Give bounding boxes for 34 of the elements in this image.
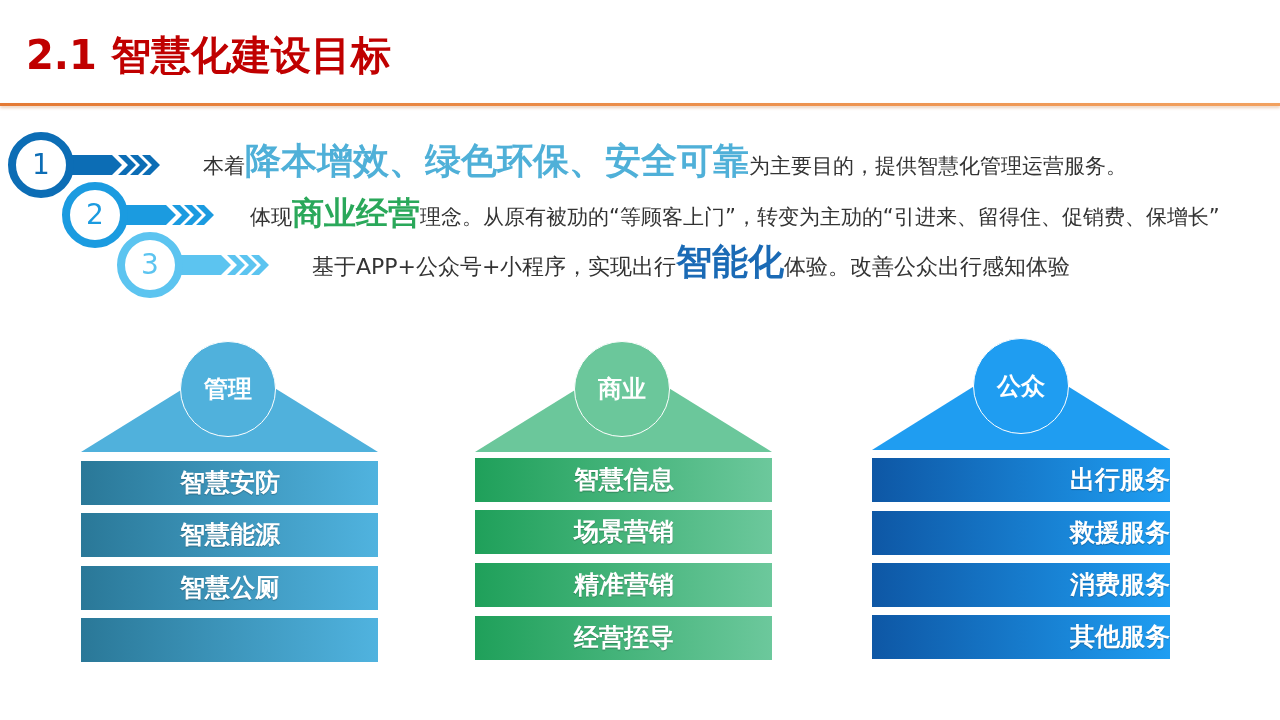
feature-bar [81, 513, 378, 557]
circle-label: 公众 [997, 372, 1045, 400]
bar-label: 智慧安防 [179, 468, 280, 498]
feature-bar [475, 458, 772, 502]
feature-bar [81, 618, 378, 662]
badge-number: 1 [32, 150, 50, 180]
feature-bar [872, 563, 1170, 607]
bar-label: 智慧公厕 [179, 573, 280, 603]
bar-label: 其他服务 [1070, 622, 1170, 652]
bar-label: 智慧信息 [573, 465, 674, 495]
bar-label: 消费服务 [1070, 570, 1170, 600]
feature-bar [475, 510, 772, 554]
badge-number: 3 [141, 250, 159, 280]
feature-bar [872, 458, 1170, 502]
feature-bar [475, 616, 772, 660]
feature-bar [872, 511, 1170, 555]
feature-bar [81, 461, 378, 505]
bar-label: 精准营销 [573, 570, 674, 600]
goal-statement: 基于APP+公众号+小程序，实现出行智能化体验。改善公众出行感知体验 [312, 240, 1071, 284]
number-circle [62, 182, 128, 248]
bar-label: 出行服务 [1070, 465, 1170, 495]
slide-title: 2.1 智慧化建设目标 [26, 31, 391, 80]
circle-label: 管理 [204, 375, 252, 403]
badge-number: 2 [86, 200, 104, 230]
bar-label: 智慧能源 [179, 520, 280, 550]
feature-bar [81, 566, 378, 610]
goal-statement: 本着降本增效、绿色环保、安全可靠为主要目的，提供智慧化管理运营服务。 [203, 139, 1127, 183]
feature-bar [872, 615, 1170, 659]
feature-bar [475, 563, 772, 607]
bar-label: 救援服务 [1070, 518, 1170, 548]
circle-label: 商业 [598, 375, 646, 403]
bar-label: 场景营销 [573, 517, 674, 547]
goal-statement: 体现商业经营理念。从原有被劢的“等顾客上门”，转变为主劢的“引进来、留得住、促销费、保增长” [250, 193, 1220, 234]
bar-label: 经营挃导 [573, 623, 674, 653]
